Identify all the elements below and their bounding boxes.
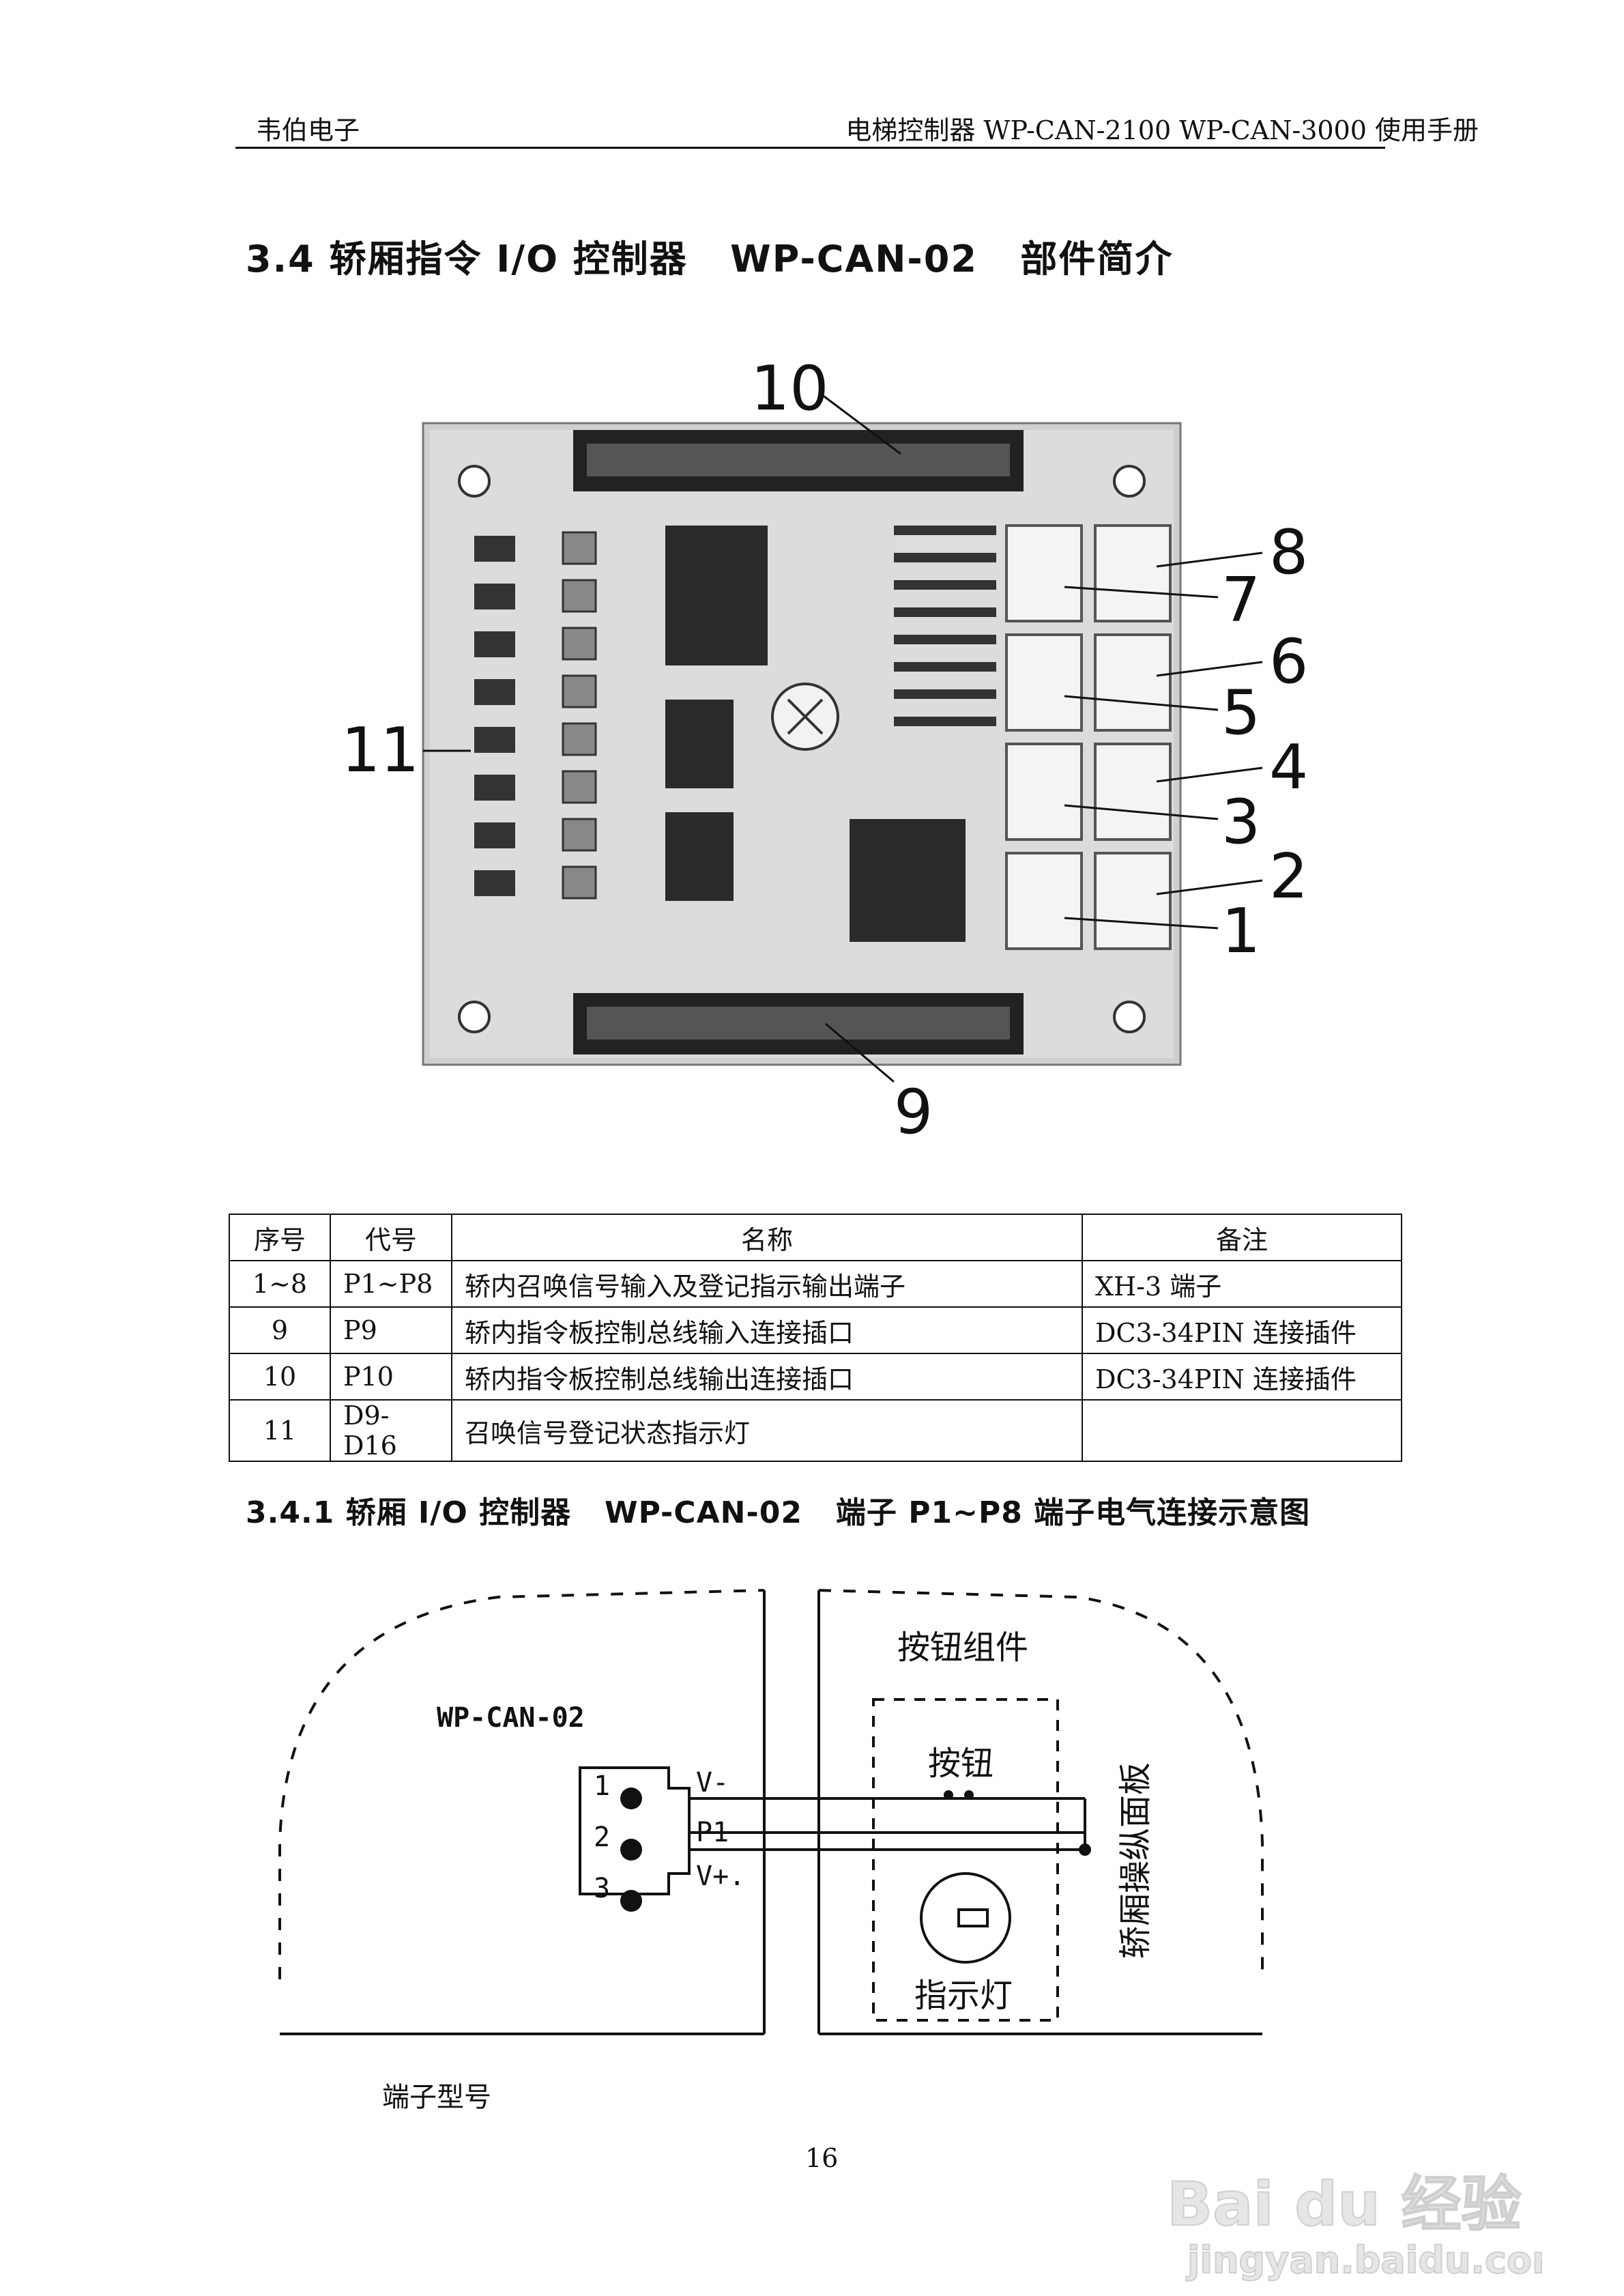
callout-3: 3 [1221, 786, 1260, 858]
table-cell: 轿内指令板控制总线输入连接插口 [451, 1306, 1083, 1354]
button-group-label: 按钮组件 [897, 1628, 1028, 1667]
watermark-text: Bai du 经验 [1167, 2169, 1522, 2239]
section-title: 3.4 轿厢指令 I/O 控制器 WP-CAN-02 部件简介 [246, 238, 1174, 281]
callout-4: 4 [1269, 732, 1308, 803]
lamp-label: 指示灯 [914, 1977, 1013, 2015]
callout-6: 6 [1269, 626, 1308, 698]
table-cell: D9-D16 [330, 1399, 452, 1462]
signal-v-plus: V+. [696, 1861, 745, 1892]
button-label: 按钮 [928, 1745, 994, 1783]
wiring-diagram: WP-CAN-02 1 2 3 V- P1 V+. 按钮组件 按钮 指示灯 轿厢… [278, 1589, 1264, 2035]
table-cell: 轿内召唤信号输入及登记指示输出端子 [451, 1260, 1083, 1308]
table-cell: P1~P8 [330, 1260, 452, 1308]
table-header-row: 序号 代号 名称 备注 [229, 1214, 1402, 1261]
table-row: 9 P9 轿内指令板控制总线输入连接插口 DC3-34PIN 连接插件 [229, 1306, 1402, 1354]
callout-11: 11 [341, 715, 420, 786]
page-number: 16 [805, 2143, 839, 2173]
baidu-watermark-logo: Bai du 经验 jingyan.baidu.com [1166, 2168, 1542, 2282]
table-row: 1~8 P1~P8 轿内召唤信号输入及登记指示输出端子 XH-3 端子 [229, 1260, 1402, 1308]
pin-2-label: 2 [594, 1822, 610, 1853]
table-cell: 轿内指令板控制总线输出连接插口 [451, 1353, 1083, 1401]
board-label: WP-CAN-02 [437, 1702, 585, 1734]
callout-9: 9 [894, 1076, 933, 1147]
table-row: 11 D9-D16 召唤信号登记状态指示灯 [229, 1399, 1402, 1462]
col-header: 序号 [229, 1214, 331, 1261]
signal-p1: P1 [696, 1817, 729, 1848]
table-row: 10 P10 轿内指令板控制总线输出连接插口 DC3-34PIN 连接插件 [229, 1353, 1402, 1401]
table-cell: P9 [330, 1306, 452, 1354]
table-cell: P10 [330, 1353, 452, 1401]
table-cell: 10 [229, 1353, 331, 1401]
table-cell: 1~8 [229, 1260, 331, 1308]
header-left: 韦伯电子 [256, 115, 360, 145]
parts-table: 序号 代号 名称 备注 1~8 P1~P8 轿内召唤信号输入及登记指示输出端子 … [229, 1214, 1402, 1462]
table-cell: 11 [229, 1399, 331, 1462]
table-cell [1082, 1399, 1402, 1462]
callout-5: 5 [1221, 677, 1260, 749]
callout-7: 7 [1221, 564, 1260, 636]
table-cell: DC3-34PIN 连接插件 [1082, 1306, 1402, 1354]
table-cell: 9 [229, 1306, 331, 1354]
pin-1-label: 1 [594, 1770, 610, 1802]
callout-1: 1 [1221, 895, 1260, 967]
terminal-model-label: 端子型号 [382, 2082, 491, 2113]
header-right: 电梯控制器 WP-CAN-2100 WP-CAN-3000 使用手册 [845, 115, 1479, 145]
table-cell: DC3-34PIN 连接插件 [1082, 1353, 1402, 1401]
callout-2: 2 [1269, 841, 1308, 913]
pin-3-label: 3 [594, 1873, 610, 1904]
watermark-url: jingyan.baidu.com [1186, 2239, 1542, 2282]
callout-10: 10 [751, 353, 829, 425]
panel-label: 轿厢操纵面板 [1116, 1762, 1155, 1959]
callout-8: 8 [1269, 517, 1308, 588]
subsection-title: 3.4.1 轿厢 I/O 控制器 WP-CAN-02 端子 P1~P8 端子电气… [246, 1495, 1311, 1530]
pcb-photo: 10 11 8 7 6 5 4 3 2 1 9 [341, 353, 1308, 1147]
table-cell: XH-3 端子 [1082, 1260, 1402, 1308]
signal-v-minus: V- [696, 1767, 729, 1798]
col-header: 代号 [330, 1214, 452, 1261]
table-cell: 召唤信号登记状态指示灯 [451, 1399, 1083, 1462]
col-header: 名称 [451, 1214, 1083, 1261]
header-rule [235, 147, 1385, 149]
col-header: 备注 [1082, 1214, 1402, 1261]
